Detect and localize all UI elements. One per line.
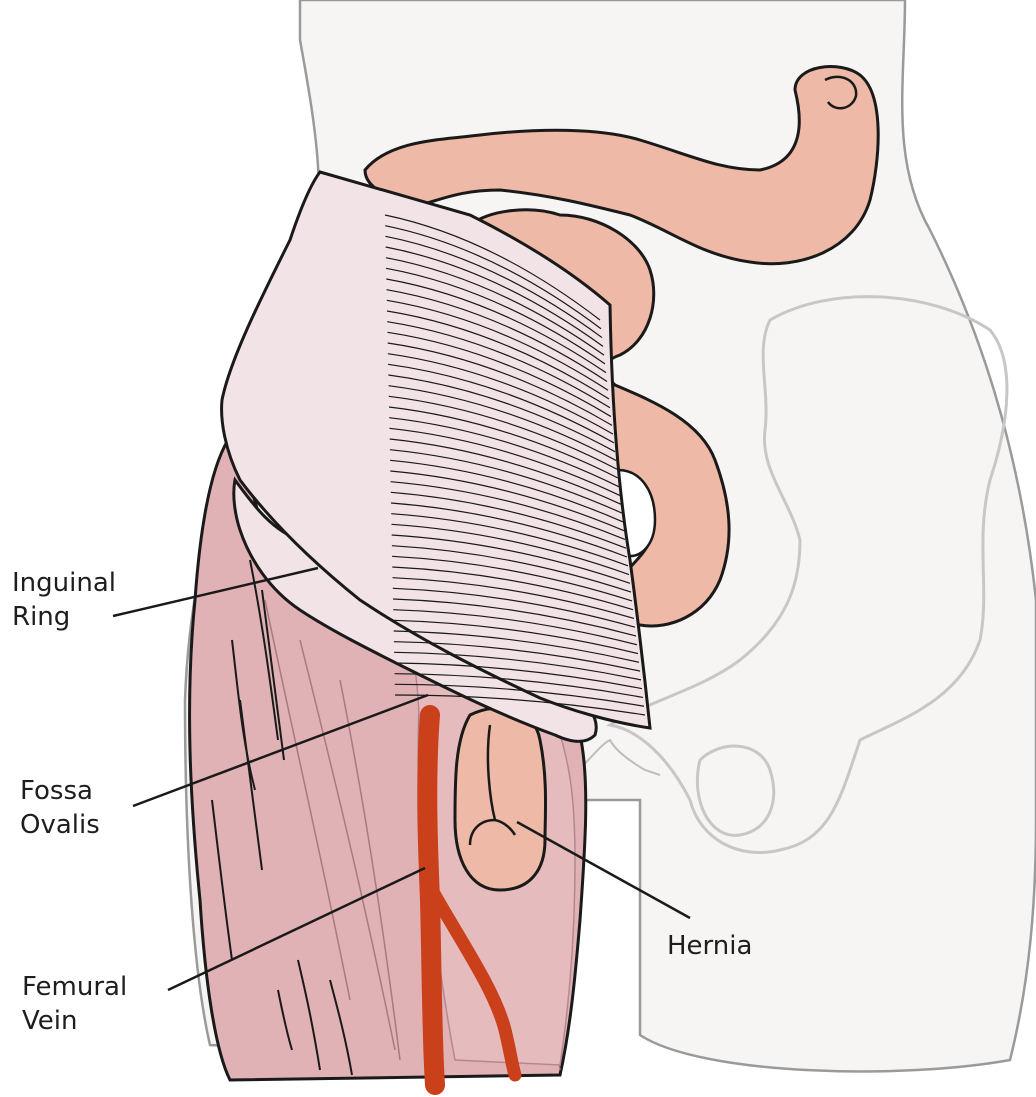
femoral-vein-label: Femural Vein xyxy=(22,970,127,1038)
inguinal-ring-label: Inguinal Ring xyxy=(12,566,116,634)
femoral-vein-leader xyxy=(168,868,425,990)
hernia-label: Hernia xyxy=(667,929,752,963)
fossa-ovalis-label: Fossa Ovalis xyxy=(20,774,100,842)
fossa-ovalis-leader xyxy=(133,695,428,806)
hernia-leader xyxy=(517,822,690,918)
inguinal-ring-leader xyxy=(113,568,318,616)
